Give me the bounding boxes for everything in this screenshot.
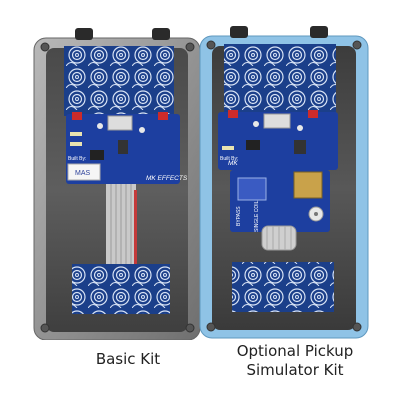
pickup-kit-main-pcb (218, 110, 338, 170)
basic-kit-caption: Basic Kit (95, 350, 161, 368)
pickup-kit-coiled-wire (261, 225, 297, 251)
basic-kit-top-swirl-panel (64, 46, 174, 116)
pickup-kit-bottom-swirl-panel (232, 262, 334, 312)
basic-kit-sticker: MAS (67, 163, 101, 181)
pickup-caption-line-1: Optional Pickup (236, 342, 354, 360)
pickup-kit-text-bypass: BYPASS (236, 206, 242, 226)
basic-kit-sticker-text: MAS (75, 170, 91, 177)
pickup-kit-built-by-label: Built By: (220, 156, 238, 162)
basic-kit-built-by-label: Built By: (68, 156, 86, 162)
pickup-caption-line-2: Simulator Kit (246, 361, 344, 379)
pickup-kit-top-swirl-panel (224, 44, 336, 112)
basic-kit-bottom-swirl-panel (72, 264, 170, 314)
pickup-simulator-pcb (230, 170, 330, 232)
basic-kit-brand-logo: MK EFFECTS (146, 175, 188, 182)
pickup-simulator-kit-caption: Optional Pickup Simulator Kit (200, 342, 390, 380)
basic-kit-ribbon-cable (106, 184, 137, 268)
pedal-kits-photo: Built By: MAS MK EFFECTS (33, 26, 369, 340)
pickup-kit-brand-logo: MK (228, 160, 238, 167)
pickup-kit-text-single-coil: SINGLE COIL (254, 200, 260, 232)
